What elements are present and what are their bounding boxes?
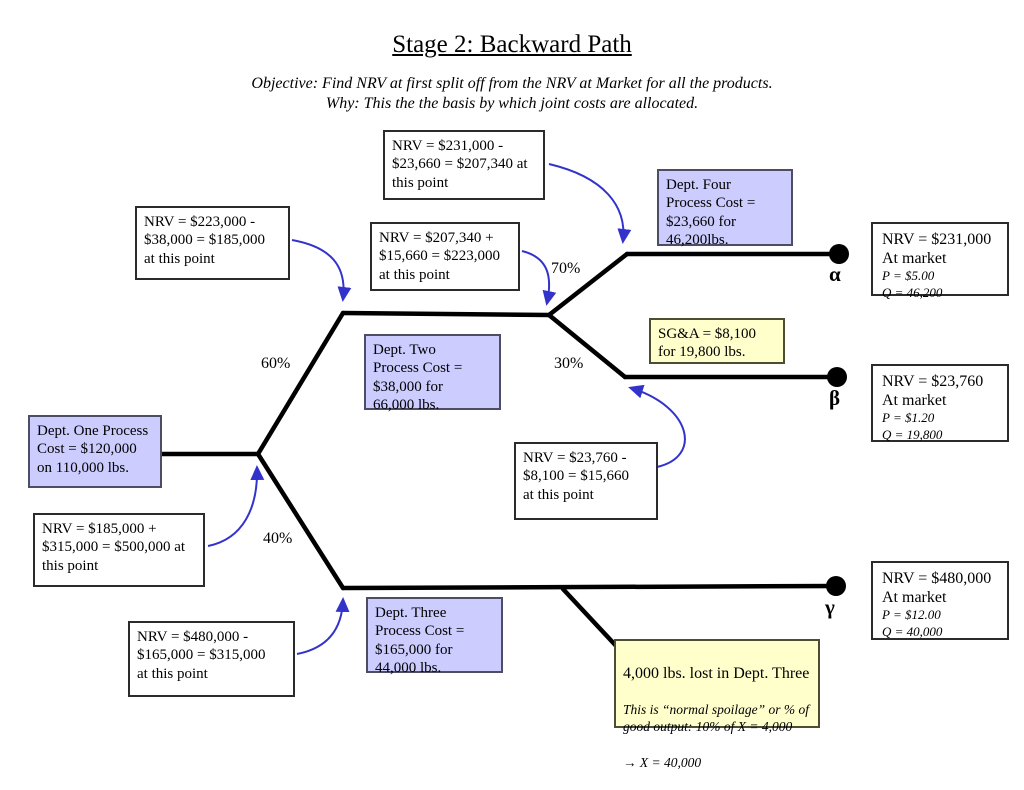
percent-label-60: 60% [261, 355, 291, 372]
tree-line-gamma [340, 583, 839, 591]
percent-label-70: 70% [551, 260, 581, 277]
market-beta-nrv: NRV = $23,760 [882, 373, 984, 390]
process-tree [159, 251, 842, 652]
market-dot-beta [827, 367, 847, 387]
market-gamma-price: P = $12.00 [882, 607, 941, 623]
tree-line-60pct [255, 310, 346, 457]
why-line: Why: This the the basis by which joint c… [325, 95, 699, 113]
market-alpha-label: At market [882, 250, 947, 268]
market-gamma-label: At market [882, 589, 947, 607]
sga-box: SG&A = $8,100 for 19,800 lbs. [649, 318, 785, 364]
note-nrv-alpha-split: NRV = $231,000 - $23,660 = $207,340 at t… [383, 130, 545, 200]
note-nrv-dept2-in: NRV = $223,000 - $38,000 = $185,000 at t… [135, 206, 290, 280]
arrow-dept3in-to-bend [296, 597, 350, 655]
tree-line-dept2 [340, 310, 552, 318]
arrow-dept2out-to-split [521, 250, 557, 306]
arrow-betasplit-to-bend [628, 384, 686, 468]
diagram-lines-layer [159, 163, 849, 655]
spoilage-title: 4,000 lbs. lost in Dept. Three [623, 665, 810, 683]
spoilage-result: → X = 40,000 [623, 754, 702, 770]
spoilage-detail: This is “normal spoilage” or % of good o… [623, 701, 810, 734]
objective-line: Objective: Find NRV at first split off f… [251, 75, 773, 92]
arrow-dept2in-to-bend [291, 239, 352, 302]
page-title: Stage 2: Backward Path [392, 31, 632, 58]
market-gamma-box: NRV = $480,000 At market P = $12.00 Q = … [871, 561, 1009, 640]
tree-line-40pct [255, 451, 346, 591]
market-beta-price: P = $1.20 [882, 410, 935, 426]
market-beta-qty: Q = 19,800 [882, 426, 943, 442]
note-nrv-dept2-out: NRV = $207,340 + $15,660 = $223,000 at t… [370, 222, 520, 291]
note-nrv-dept3-in: NRV = $480,000 - $165,000 = $315,000 at … [128, 621, 295, 697]
market-alpha-qty: Q = 46,200 [882, 284, 943, 300]
dept-two-box: Dept. Two Process Cost = $38,000 for 66,… [364, 334, 501, 413]
market-dot-alpha [829, 244, 849, 264]
market-dot-gamma [826, 576, 846, 596]
tree-line-30pct [546, 312, 628, 380]
percent-label-40: 40% [263, 530, 293, 547]
product-label-alpha: α [829, 262, 841, 286]
slide-canvas: Stage 2: Backward Path Objective: Find N… [0, 31, 1024, 770]
market-gamma-nrv: NRV = $480,000 [882, 570, 992, 587]
product-label-beta: β [829, 386, 841, 410]
note-nrv-beta-split: NRV = $23,760 - $8,100 = $15,660 at this… [514, 442, 658, 520]
dept-one-box: Dept. One Process Cost = $120,000 on 110… [28, 415, 162, 488]
market-alpha-price: P = $5.00 [882, 268, 935, 284]
market-alpha-nrv: NRV = $231,000 [882, 231, 992, 248]
market-alpha-box: NRV = $231,000 At market P = $5.00 Q = 4… [871, 222, 1009, 300]
market-gamma-qty: Q = 40,000 [882, 623, 943, 639]
page-subtitle: Objective: Find NRV at first split off f… [0, 74, 1024, 115]
spoilage-box: 4,000 lbs. lost in Dept. Three This is “… [614, 639, 820, 770]
market-beta-box: NRV = $23,760 At market P = $1.20 Q = 19… [871, 364, 1009, 442]
note-nrv-joint: NRV = $185,000 + $315,000 = $500,000 at … [33, 513, 205, 587]
arrow-joint-to-splitoff [207, 465, 265, 547]
arrow-alphasplit-to-bend [548, 163, 632, 244]
market-beta-label: At market [882, 392, 947, 410]
product-label-gamma: γ [825, 595, 835, 619]
dept-three-box: Dept. Three Process Cost = $165,000 for … [366, 597, 503, 676]
dept-four-box: Dept. Four Process Cost = $23,660 for 46… [657, 169, 793, 248]
percent-label-30: 30% [554, 355, 584, 372]
tree-line-spoilage [560, 586, 622, 652]
annotation-arrows [207, 163, 686, 655]
tree-line-70pct [546, 251, 630, 318]
